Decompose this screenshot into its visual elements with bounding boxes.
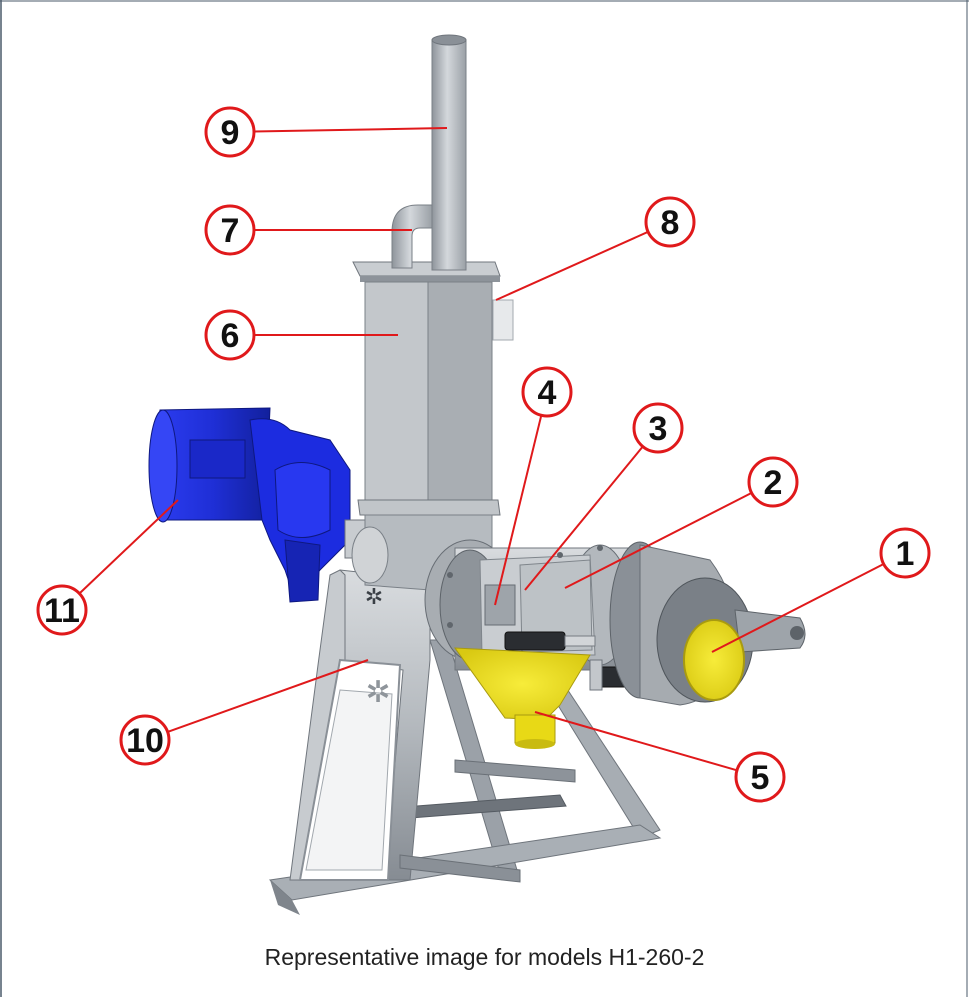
callout-2: 2	[564, 456, 799, 589]
callout-1: 1	[711, 527, 931, 653]
callout-circle	[734, 751, 786, 803]
callout-number: 5	[751, 759, 770, 797]
support-frame: ✲ ✲	[268, 569, 662, 915]
callout-5: 5	[534, 711, 786, 803]
callout-number: 4	[538, 374, 557, 412]
svg-text:✲: ✲	[365, 675, 390, 710]
caption: Representative image for models H1-260-2	[264, 944, 705, 970]
overflow-pipe	[492, 299, 514, 341]
callout-circle	[632, 402, 684, 454]
callout-circle	[36, 584, 88, 636]
callout-8: 8	[495, 196, 696, 301]
callout-number: 6	[221, 317, 240, 355]
callout-circle	[644, 196, 696, 248]
callout-circle	[879, 527, 931, 579]
callout-circle	[204, 309, 256, 361]
yellow-end-cap	[683, 619, 745, 701]
solids-outlet-funnel	[453, 647, 591, 749]
callout-leader-line	[78, 499, 179, 595]
callout-leader-line	[167, 659, 369, 733]
callout-circle	[521, 366, 573, 418]
callout-number: 10	[126, 722, 164, 760]
callout-number: 9	[221, 114, 240, 152]
callout-7: 7	[204, 204, 412, 256]
bypass-elbow	[391, 204, 433, 269]
svg-text:✲: ✲	[365, 585, 383, 610]
callouts: 1 2 3 4 5 6 7 8 9 10 11	[36, 106, 931, 803]
vent-pipe	[431, 34, 467, 271]
callout-leader-line	[534, 711, 738, 772]
callout-number: 1	[896, 535, 915, 573]
callout-number: 7	[221, 212, 240, 250]
callout-9: 9	[204, 106, 448, 158]
callout-11: 11	[36, 499, 179, 636]
callout-number: 3	[649, 410, 668, 448]
callout-10: 10	[119, 659, 369, 766]
callout-leader-line	[524, 445, 644, 591]
callout-leader-line	[494, 415, 543, 606]
callout-number: 11	[44, 592, 80, 630]
callout-number: 8	[661, 204, 680, 242]
callout-circle	[204, 106, 256, 158]
callout-circle	[747, 456, 799, 508]
callout-3: 3	[524, 402, 684, 591]
callout-leader-line	[253, 127, 448, 133]
callout-leader-line	[495, 230, 649, 301]
gear-motor	[148, 407, 368, 603]
callout-number: 2	[764, 464, 783, 502]
callout-leader-line	[564, 492, 753, 589]
callout-circle	[119, 714, 171, 766]
callout-leader-line	[711, 563, 885, 653]
callout-circle	[204, 204, 256, 256]
callout-4: 4	[494, 366, 573, 606]
callout-6: 6	[204, 309, 398, 361]
